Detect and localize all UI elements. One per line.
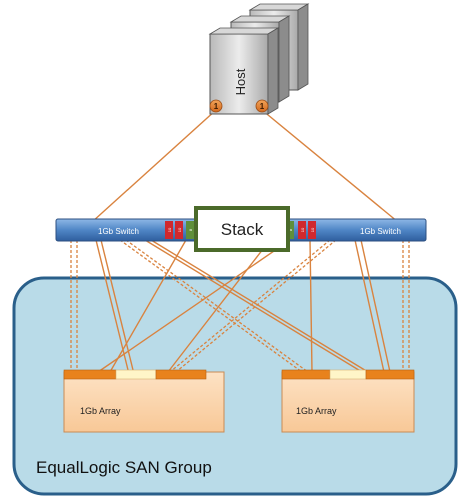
array-left-controller-right: [155, 369, 207, 380]
array-right-controller-mid: [329, 369, 367, 380]
svg-text:8: 8: [288, 228, 293, 231]
array-left-label: 1Gb Array: [80, 406, 121, 416]
svg-text:10: 10: [167, 227, 172, 232]
array-right-controller-right: [365, 369, 415, 380]
switch-left-stack-port: [186, 221, 194, 239]
array-left-controller-mid: [115, 369, 157, 380]
switch-left-label: 1Gb Switch: [98, 227, 139, 236]
host-port-right: [255, 99, 269, 113]
array-right-controller-left: [281, 369, 331, 380]
svg-text:8: 8: [188, 228, 193, 231]
array-left: 1Gb Array: [63, 369, 225, 433]
switch-right: 1Gb Switch 8 10 10: [269, 218, 427, 242]
stack-link: Stack: [194, 206, 290, 252]
host-label: Host: [233, 68, 248, 95]
switch-left: 1Gb Switch 10 10 8: [55, 218, 219, 242]
array-left-controller-left: [63, 369, 117, 380]
switch-left-port-2: [175, 221, 183, 239]
switch-right-port-2: [308, 221, 316, 239]
svg-text:10: 10: [177, 227, 182, 232]
stack-label: Stack: [221, 220, 264, 239]
svg-text:10: 10: [310, 227, 315, 232]
switch-left-port-1: [165, 221, 173, 239]
array-right-label: 1Gb Array: [296, 406, 337, 416]
host-port-right-label: 1: [260, 102, 265, 111]
host-port-left: [209, 99, 223, 113]
switch-array-links: [70, 239, 410, 373]
host-server: Host 1 1: [208, 3, 310, 115]
host-links: [91, 109, 399, 223]
switch-right-port-1: [298, 221, 306, 239]
host-port-left-label: 1: [214, 102, 219, 111]
switch-right-label: 1Gb Switch: [360, 227, 401, 236]
san-group-label: EqualLogic SAN Group: [36, 458, 212, 477]
array-right: 1Gb Array: [281, 369, 415, 433]
svg-text:10: 10: [300, 227, 305, 232]
